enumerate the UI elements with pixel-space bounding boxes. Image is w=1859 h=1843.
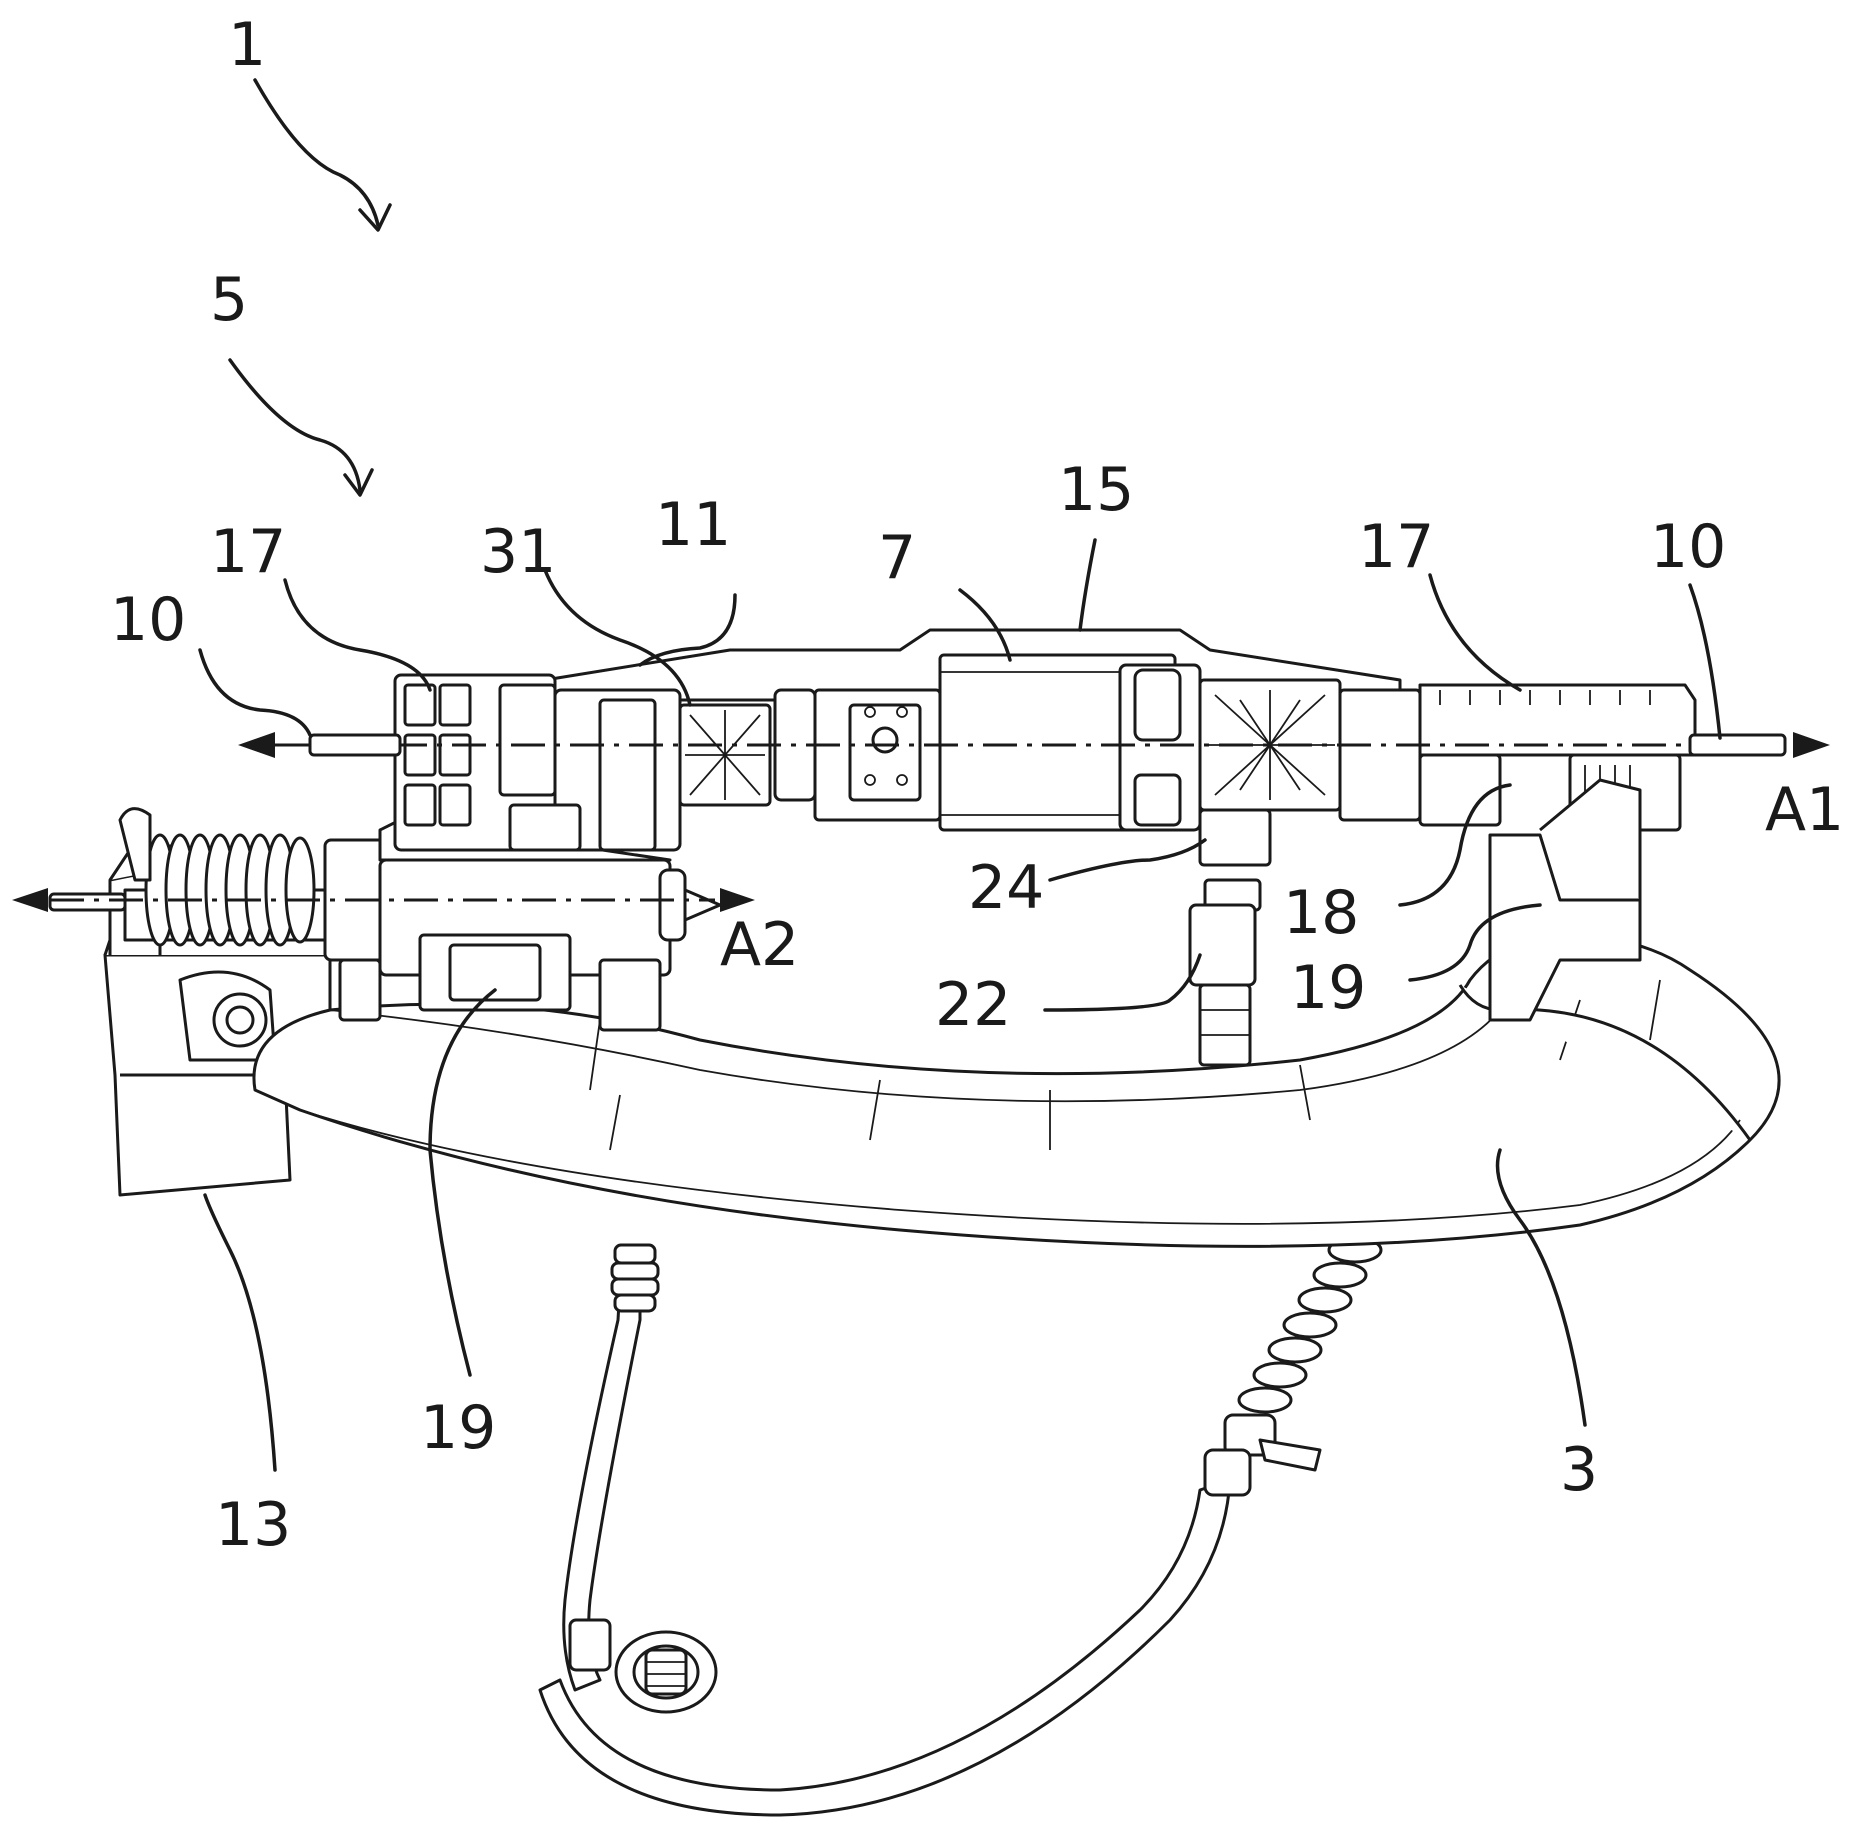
- label-10-right: 10: [1650, 512, 1726, 582]
- arrow-left-lower: [12, 888, 48, 912]
- label-19-right: 19: [1290, 953, 1366, 1023]
- leader-24: [1050, 840, 1205, 880]
- label-24: 24: [968, 853, 1044, 923]
- label-13: 13: [215, 1490, 291, 1560]
- label-5: 5: [210, 265, 248, 335]
- leader-13: [205, 1195, 275, 1470]
- shaft-10-right: [1690, 735, 1785, 755]
- label-18: 18: [1283, 878, 1359, 948]
- label-a2: A2: [720, 910, 799, 980]
- shaft-10-left: [310, 735, 400, 755]
- leader-10-left: [200, 650, 310, 735]
- label-7: 7: [878, 523, 916, 593]
- leader-17-right: [1430, 575, 1520, 690]
- leader-1: [255, 80, 378, 225]
- label-17-left: 17: [210, 517, 286, 587]
- leader-15: [1080, 540, 1095, 630]
- main-housing: [395, 630, 1695, 1065]
- arrow-left-upper: [238, 732, 275, 758]
- label-17-right: 17: [1358, 512, 1434, 582]
- arrow-a1: [1793, 732, 1830, 758]
- label-19-left: 19: [420, 1393, 496, 1463]
- label-31: 31: [480, 517, 556, 587]
- label-a1: A1: [1765, 775, 1844, 845]
- label-1: 1: [228, 10, 266, 80]
- label-15: 15: [1058, 455, 1134, 525]
- leader-5: [230, 360, 360, 490]
- arrow-a2: [720, 888, 755, 912]
- cable: [540, 1238, 1381, 1815]
- label-22: 22: [935, 970, 1011, 1040]
- label-10-left: 10: [110, 585, 186, 655]
- label-3: 3: [1560, 1435, 1598, 1505]
- label-11: 11: [655, 490, 731, 560]
- leader-22: [1045, 955, 1200, 1010]
